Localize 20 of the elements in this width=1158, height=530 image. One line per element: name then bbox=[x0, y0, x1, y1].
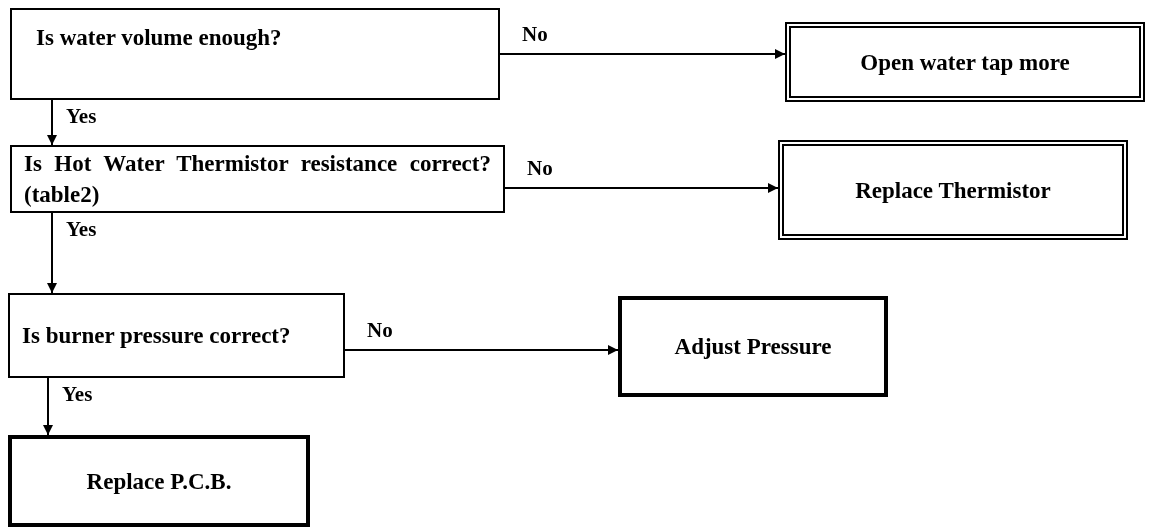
action-box bbox=[618, 296, 888, 397]
node-text: Is Hot Water Thermistor resistance correct? (table2) bbox=[24, 150, 491, 209]
decision-box bbox=[10, 145, 505, 213]
arrow bbox=[504, 183, 779, 193]
node-text: Is burner pressure correct? bbox=[22, 322, 292, 350]
action-box bbox=[778, 140, 1128, 240]
arrow bbox=[43, 377, 53, 436]
node-text: Replace P.C.B. bbox=[86, 467, 232, 496]
node-text: Open water tap more bbox=[860, 48, 1070, 77]
decision-box bbox=[10, 8, 500, 100]
arrow bbox=[47, 99, 57, 146]
action-box bbox=[8, 435, 310, 527]
arrow bbox=[344, 345, 619, 355]
arrow bbox=[499, 49, 786, 59]
action-box bbox=[785, 22, 1145, 102]
node-text: Adjust Pressure bbox=[674, 333, 832, 361]
decision-box bbox=[8, 293, 345, 378]
arrow bbox=[47, 212, 57, 294]
node-text: Is water volume enough? bbox=[36, 24, 282, 52]
node-text: Replace Thermistor bbox=[855, 176, 1051, 205]
